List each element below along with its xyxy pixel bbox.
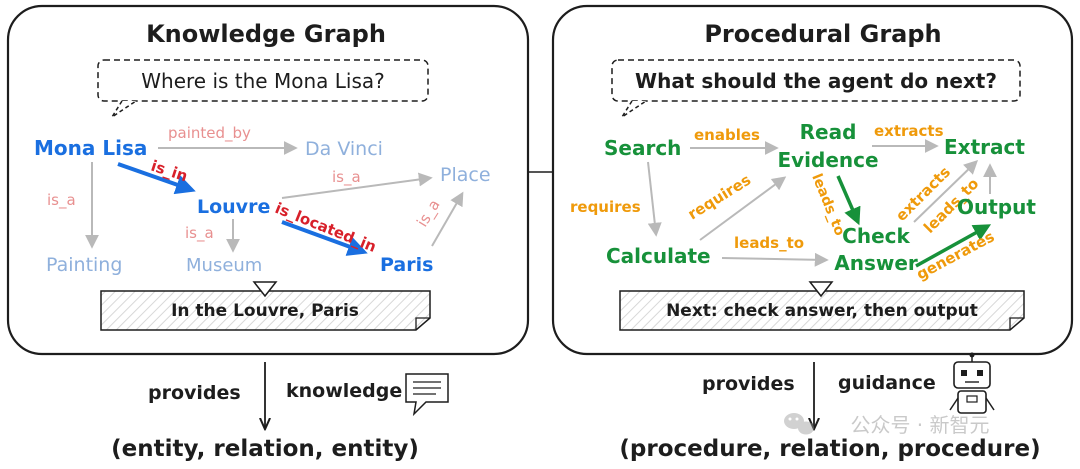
- label-is-a-louvre-place: is_a: [332, 168, 361, 187]
- kg-answer-text: In the Louvre, Paris: [171, 301, 359, 321]
- kg-answer-pointer-icon: [252, 281, 278, 298]
- node-read: Read: [800, 120, 857, 144]
- node-louvre: Louvre: [197, 196, 270, 218]
- watermark: 公众号 · 新智元: [784, 413, 990, 437]
- node-evidence: Evidence: [777, 148, 878, 172]
- pg-nodes: Search Read Evidence Extract Calculate C…: [604, 120, 1036, 275]
- edge-extracts-diag: [913, 160, 979, 223]
- kg-triple: (entity, relation, entity): [111, 436, 419, 462]
- speech-bubble-icon: [405, 373, 449, 417]
- robot-icon: [949, 352, 995, 414]
- label-is-a-museum: is_a: [185, 224, 214, 243]
- procedural-graph-panel: Procedural Graph What should the agent d…: [551, 4, 1074, 356]
- edge-paris-is-a-place: [431, 191, 464, 247]
- edge-requires-left: [647, 161, 662, 237]
- node-painting: Painting: [46, 254, 122, 276]
- pg-answer-note: Next: check answer, then output: [619, 281, 1025, 331]
- pg-edges: [647, 139, 997, 268]
- label-requires-left: requires: [570, 198, 641, 216]
- node-answer: Answer: [834, 251, 918, 275]
- kg-answer-note: In the Louvre, Paris: [100, 281, 431, 331]
- procedural-graph-title: Procedural Graph: [704, 20, 941, 48]
- label-is-a-mona: is_a: [47, 191, 76, 210]
- pg-provides-label: provides: [702, 373, 795, 395]
- label-painted-by: painted_by: [168, 124, 251, 143]
- kg-knowledge-label: knowledge: [286, 380, 402, 402]
- kg-edges: [85, 141, 464, 256]
- kg-provides-label: provides: [148, 382, 241, 404]
- pg-guidance-label: guidance: [838, 372, 936, 394]
- pg-triple: (procedure, relation, procedure): [619, 436, 1040, 462]
- pg-output: provides guidance (procedure, relation, …: [619, 352, 1041, 462]
- wechat-icon: [784, 413, 814, 435]
- kg-question-bubble: Where is the Mona Lisa?: [97, 59, 429, 118]
- edge-leads-to-read: [836, 175, 861, 226]
- edge-louvre-is-a-place: [281, 172, 433, 199]
- node-search: Search: [604, 136, 681, 160]
- knowledge-graph-title: Knowledge Graph: [146, 20, 386, 48]
- edge-is-located-in: [281, 220, 368, 256]
- edge-generates: [915, 224, 992, 268]
- node-museum: Museum: [186, 255, 262, 276]
- edge-leads-to-calc: [721, 252, 829, 267]
- edge-requires-diag: [699, 176, 787, 241]
- node-extract: Extract: [944, 135, 1025, 159]
- node-output: Output: [957, 195, 1036, 219]
- knowledge-graph-panel: Knowledge Graph Where is the Mona Lisa? …: [6, 4, 530, 356]
- node-place: Place: [440, 164, 491, 186]
- pg-answer-pointer-icon: [808, 281, 834, 298]
- label-enables: enables: [694, 126, 760, 144]
- pg-question-text: What should the agent do next?: [635, 69, 997, 93]
- kg-nodes: Mona Lisa Da Vinci Louvre Place Painting…: [34, 136, 491, 276]
- label-extracts-top: extracts: [874, 122, 944, 140]
- node-mona-lisa: Mona Lisa: [34, 136, 147, 160]
- node-calculate: Calculate: [606, 244, 711, 268]
- kg-question-text: Where is the Mona Lisa?: [141, 69, 385, 93]
- pg-answer-text: Next: check answer, then output: [666, 301, 978, 321]
- node-check: Check: [842, 224, 910, 248]
- edge-is-in: [117, 162, 196, 195]
- kg-output: provides knowledge (entity, relation, en…: [111, 362, 449, 462]
- node-paris: Paris: [380, 254, 433, 276]
- node-da-vinci: Da Vinci: [305, 138, 383, 160]
- watermark-text: 公众号 · 新智元: [850, 413, 989, 437]
- label-leads-to-calc: leads_to: [734, 234, 804, 252]
- pg-question-bubble: What should the agent do next?: [611, 59, 1021, 118]
